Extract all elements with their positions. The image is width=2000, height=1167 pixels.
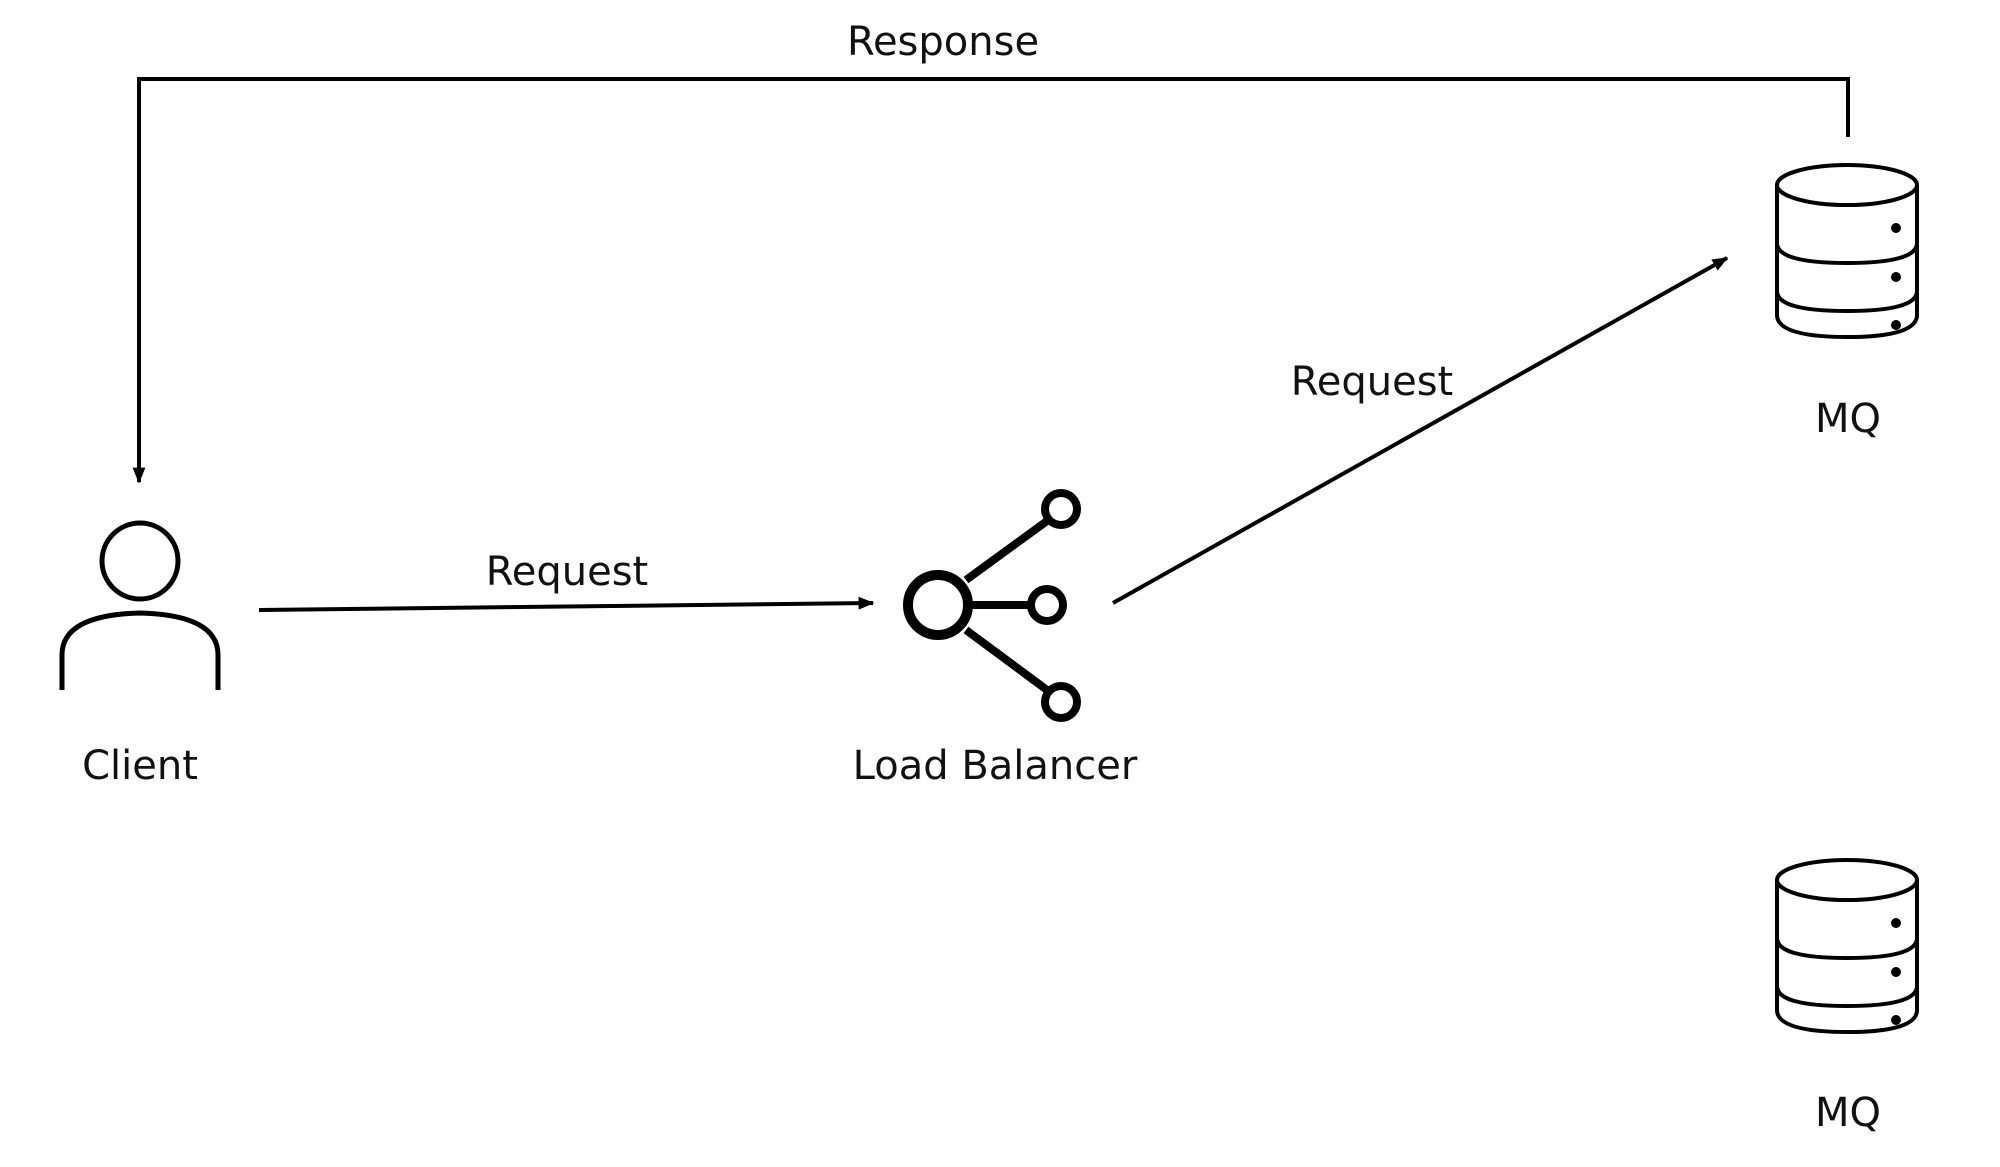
response-connector <box>132 77 1850 484</box>
request-arrow-client-to-lb <box>258 596 875 612</box>
mq-bottom-label: MQ <box>1815 1090 1881 1136</box>
client-label: Client <box>82 743 198 789</box>
request-label-lb-mq: Request <box>1290 359 1454 405</box>
database-icon <box>1775 163 1919 340</box>
request-label-client-lb: Request <box>485 549 649 595</box>
request-arrow-lb-to-mq <box>1112 256 1729 605</box>
mq-top-label: MQ <box>1815 396 1881 442</box>
database-icon <box>1775 858 1919 1035</box>
user-icon <box>59 520 221 690</box>
response-label: Response <box>846 19 1040 65</box>
share-hub-icon <box>903 489 1081 722</box>
load-balancer-label: Load Balancer <box>852 743 1138 789</box>
